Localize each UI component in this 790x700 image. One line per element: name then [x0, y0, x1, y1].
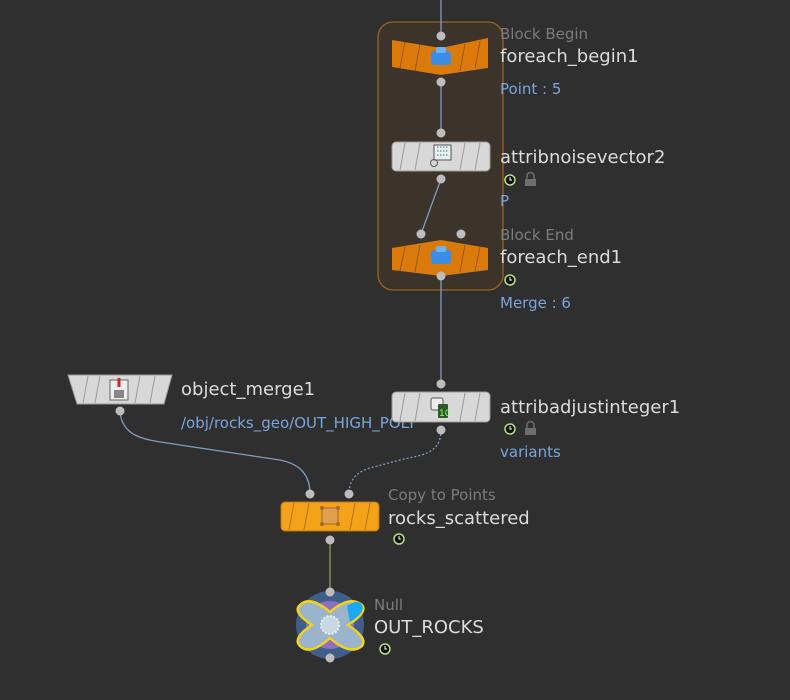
node-info-label: Merge : 6 — [500, 294, 571, 312]
time-dependent-icon — [504, 174, 516, 186]
time-dependent-icon — [393, 533, 405, 545]
node-name-label[interactable]: attribadjustinteger1 — [500, 397, 680, 418]
output-connector[interactable] — [325, 653, 335, 663]
node-name-label[interactable]: OUT_ROCKS — [374, 617, 484, 638]
time-dependent-icon — [504, 274, 516, 286]
node-type-label: Null — [374, 596, 403, 614]
node-rocks-scattered[interactable] — [280, 489, 380, 545]
lock-icon[interactable] — [525, 420, 536, 436]
svg-text:10: 10 — [439, 409, 451, 419]
input-connector[interactable] — [436, 128, 446, 138]
node-name-label[interactable]: object_merge1 — [181, 379, 315, 400]
node-attribadjustinteger1[interactable]: 10 — [391, 379, 491, 435]
object-merge-icon — [109, 378, 129, 401]
input-connector[interactable] — [436, 31, 446, 41]
node-type-label: Block Begin — [500, 25, 588, 43]
node-foreach-end1[interactable] — [392, 229, 488, 281]
output-connector[interactable] — [436, 425, 446, 435]
null-icon — [320, 615, 340, 635]
output-connector[interactable] — [115, 406, 125, 416]
input-connector[interactable] — [456, 229, 466, 239]
wire-noise-end[interactable] — [420, 178, 442, 235]
node-attribnoisevector2[interactable] — [391, 128, 491, 184]
node-name-label[interactable]: attribnoisevector2 — [500, 147, 665, 168]
input-connector[interactable] — [344, 489, 354, 499]
node-name-label[interactable]: foreach_begin1 — [500, 46, 639, 67]
node-name-label[interactable]: rocks_scattered — [388, 508, 530, 529]
node-type-label: Copy to Points — [388, 486, 496, 504]
wire-adjust-copy[interactable] — [348, 429, 442, 495]
output-connector[interactable] — [436, 271, 446, 281]
time-dependent-icon — [379, 643, 391, 655]
wire-merge-copy[interactable] — [119, 410, 311, 495]
wires — [119, 0, 442, 592]
block-cube-icon — [431, 47, 451, 65]
node-type-label: Block End — [500, 226, 574, 244]
noise-grid-icon — [430, 144, 452, 167]
block-cube-icon — [431, 246, 451, 264]
input-connector[interactable] — [416, 229, 426, 239]
copy-points-icon — [320, 506, 340, 526]
dice-icon: 10 — [430, 397, 451, 419]
node-name-label[interactable]: foreach_end1 — [500, 247, 622, 268]
node-info-label: Point : 5 — [500, 80, 561, 98]
node-foreach-begin1[interactable] — [392, 31, 488, 87]
output-connector[interactable] — [436, 174, 446, 184]
input-connector[interactable] — [305, 489, 315, 499]
node-info-label: variants — [500, 443, 561, 461]
node-info-label: /obj/rocks_geo/OUT_HIGH_POLY — [181, 414, 417, 433]
node-object-merge1[interactable] — [67, 374, 173, 416]
output-connector[interactable] — [325, 535, 335, 545]
node-out-rocks[interactable] — [296, 587, 365, 663]
node-info-label: P — [500, 192, 509, 210]
input-connector[interactable] — [325, 587, 335, 597]
time-dependent-icon — [504, 423, 516, 435]
input-connector[interactable] — [436, 379, 446, 389]
output-connector[interactable] — [436, 77, 446, 87]
lock-icon[interactable] — [525, 171, 536, 186]
